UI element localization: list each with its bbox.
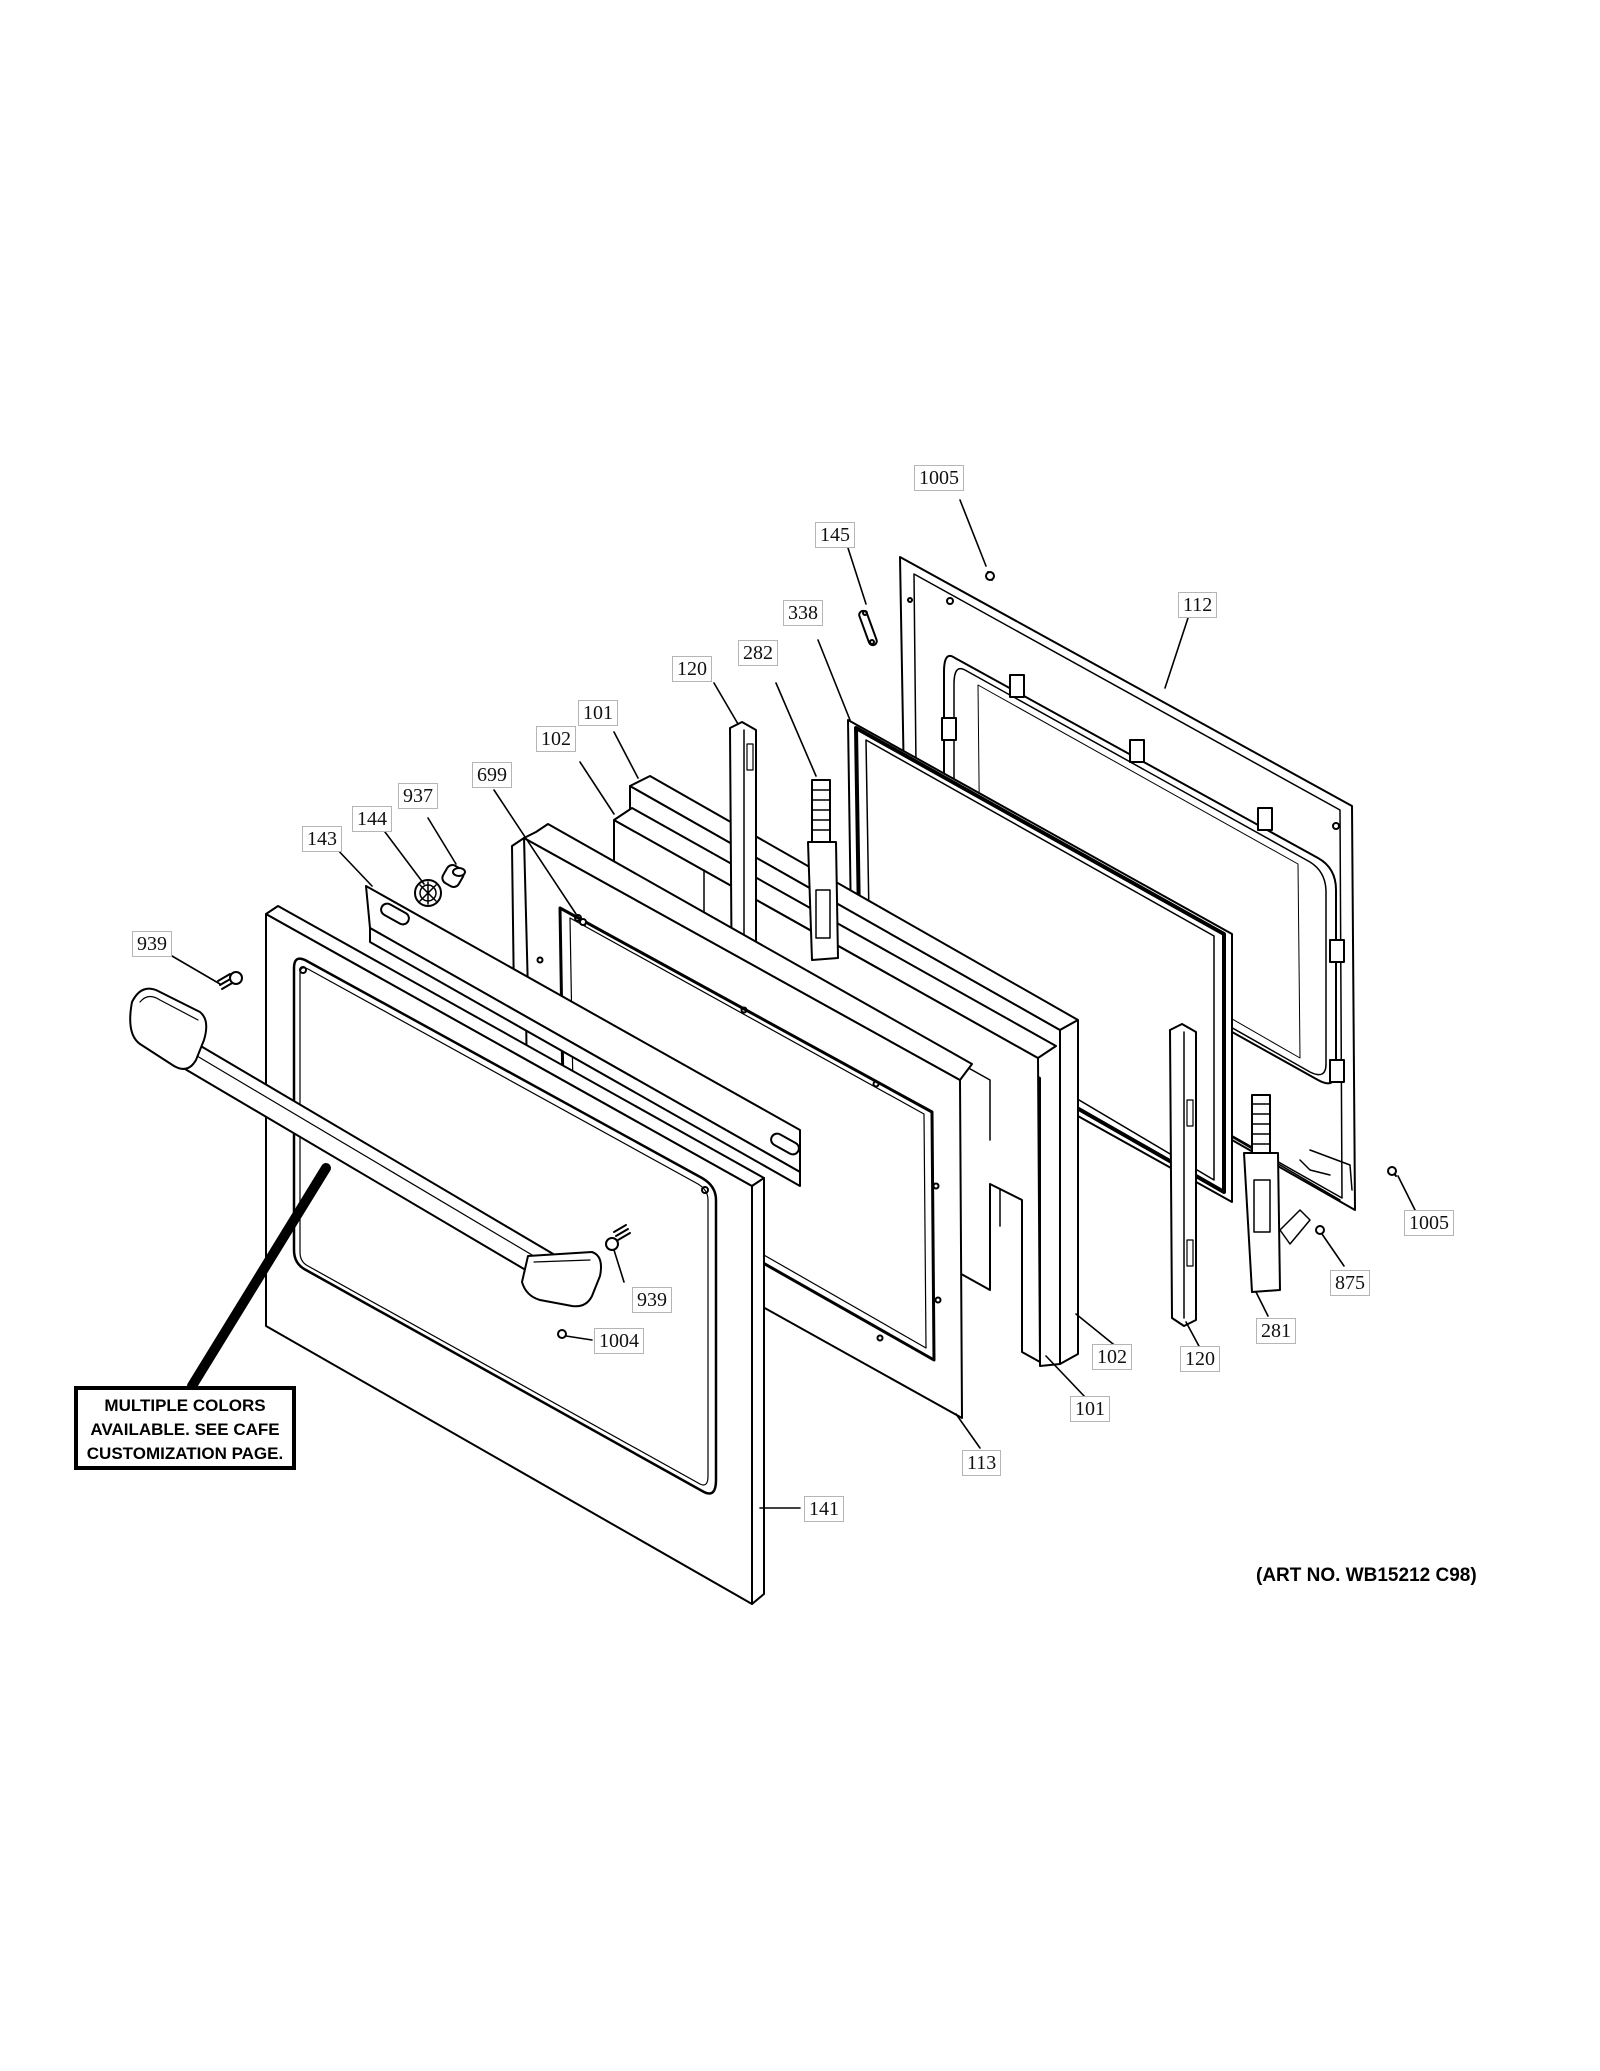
notice-line-1: MULTIPLE COLORS [104, 1396, 266, 1415]
handle-mount-plate-143 [365, 885, 801, 1187]
door-handle [129, 987, 602, 1308]
callout-282: 282 [738, 640, 778, 666]
notice-line-2: AVAILABLE. SEE CAFE [90, 1420, 280, 1439]
callout-113: 113 [962, 1450, 1002, 1476]
callout-144: 144 [352, 806, 392, 832]
screw-1005-top [985, 571, 995, 581]
callout-102-top: 102 [536, 726, 576, 752]
callout-145: 145 [815, 522, 855, 548]
screw-1005-right [1387, 1166, 1397, 1177]
door-hinge-282 [807, 779, 839, 961]
callout-143: 143 [302, 826, 342, 852]
fastener-875 [1315, 1225, 1325, 1235]
callout-338: 338 [783, 600, 823, 626]
art-number: (ART NO. WB15212 C98) [1256, 1565, 1477, 1586]
callout-939-left: 939 [132, 931, 172, 957]
callout-699: 699 [472, 762, 512, 788]
callout-1005-top: 1005 [914, 465, 964, 491]
door-hinge-281 [1243, 1094, 1311, 1293]
door-channel-120-right [1169, 1023, 1197, 1327]
hinge-link-145 [858, 609, 878, 647]
callout-281: 281 [1256, 1318, 1296, 1344]
callout-120-top: 120 [672, 656, 712, 682]
screw-699 [577, 916, 587, 926]
callout-939-right: 939 [632, 1287, 672, 1313]
callout-101-bottom: 101 [1070, 1396, 1110, 1422]
notice-line-3: CUSTOMIZATION PAGE. [86, 1444, 284, 1463]
handle-end-cap-144 [414, 879, 442, 907]
callout-102-bottom: 102 [1092, 1344, 1132, 1370]
callout-875: 875 [1330, 1270, 1370, 1296]
callout-937: 937 [398, 783, 438, 809]
callout-1004: 1004 [594, 1328, 644, 1354]
color-options-notice: MULTIPLE COLORS AVAILABLE. SEE CAFE CUST… [74, 1386, 296, 1470]
callout-120-bottom: 120 [1180, 1346, 1220, 1372]
screw-939-left [217, 971, 243, 990]
leader-lines [171, 499, 1421, 1509]
notice-pointer [187, 1163, 331, 1391]
fastener-1004 [557, 1329, 567, 1339]
handle-spacer-937 [441, 864, 466, 888]
callout-141: 141 [804, 1496, 844, 1522]
screw-939-right [605, 1224, 631, 1251]
callout-112: 112 [1178, 592, 1218, 618]
callout-1005-right: 1005 [1404, 1210, 1454, 1236]
callout-101-top: 101 [578, 700, 618, 726]
